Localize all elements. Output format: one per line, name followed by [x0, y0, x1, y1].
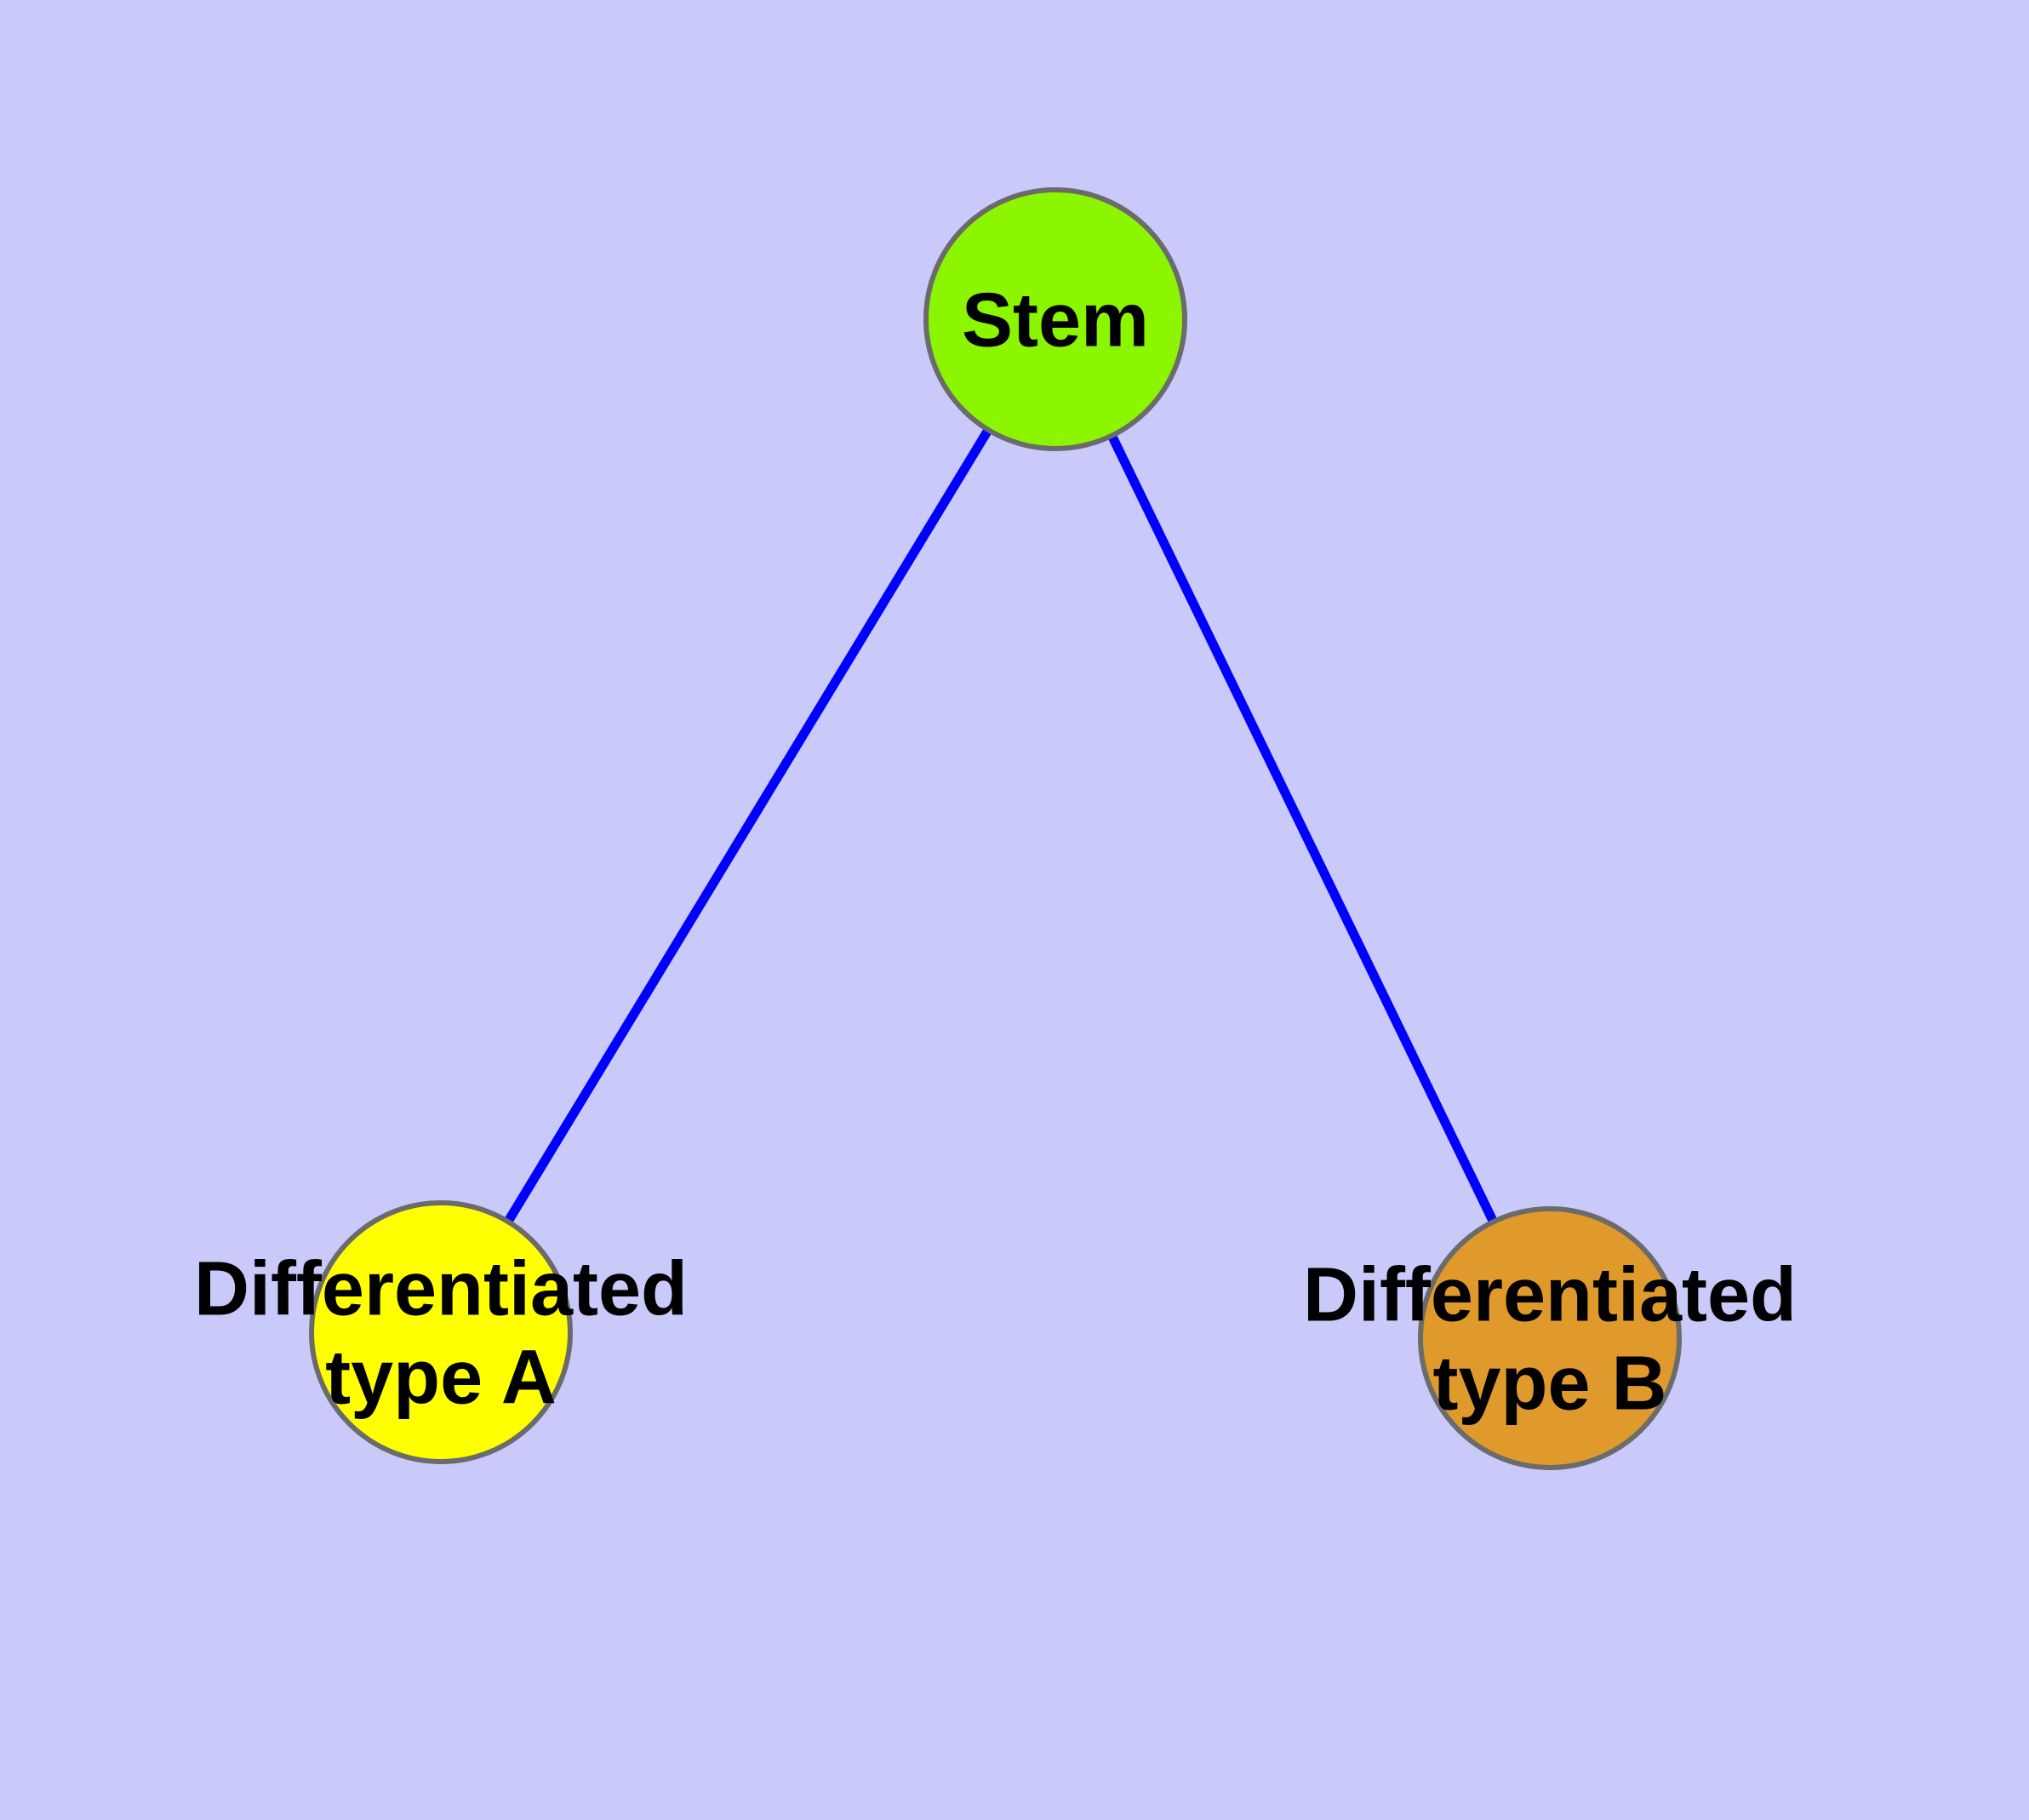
node-label-line: type A — [325, 1336, 557, 1421]
node-label-line: Differentiated — [1303, 1253, 1797, 1338]
edge-stem-to-differentiated-type-a[interactable] — [503, 426, 993, 1226]
node-differentiated-type-b[interactable] — [1418, 1206, 1682, 1470]
node-label-line: type B — [1432, 1342, 1666, 1427]
nodes-group — [309, 187, 1682, 1470]
node-stem-circle[interactable] — [923, 187, 1187, 451]
node-differentiated-type-b-circle[interactable] — [1418, 1206, 1682, 1470]
node-label-line: Stem — [962, 278, 1149, 363]
node-differentiated-type-a-circle[interactable] — [309, 1200, 573, 1464]
edge-stem-to-differentiated-type-b[interactable] — [1106, 432, 1499, 1226]
node-stem[interactable] — [923, 187, 1187, 451]
edges-group — [503, 426, 1499, 1226]
node-label-line: Differentiated — [194, 1247, 688, 1332]
node-differentiated-type-a[interactable] — [309, 1200, 573, 1464]
node-stem-label: Stem — [962, 278, 1149, 363]
